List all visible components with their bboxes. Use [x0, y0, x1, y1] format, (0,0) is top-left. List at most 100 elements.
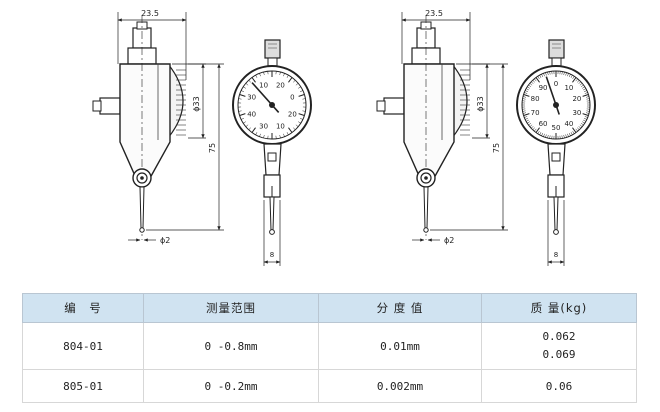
dial-tick [527, 86, 530, 89]
dial-tick [298, 86, 301, 89]
dim-height-label: 75 [492, 143, 501, 153]
dial-number: 0 [290, 94, 294, 102]
front-neck [551, 57, 562, 67]
mass-value: 0.069 [542, 348, 576, 361]
header-range: 测量范围 [143, 293, 319, 323]
dial-tick [583, 117, 587, 120]
dial-tick [539, 75, 542, 78]
dial-tick [523, 113, 530, 116]
dial-tick [583, 90, 587, 93]
dial-tick [524, 92, 528, 94]
dial-bezel [451, 63, 468, 139]
cell-mass: 0.06 [481, 369, 637, 403]
dial-tick [523, 112, 527, 114]
front-stylus-ball [553, 229, 559, 235]
dial-tick [239, 113, 246, 116]
dial-number: 10 [276, 122, 285, 130]
dial-number: 20 [288, 110, 297, 118]
dial-tick [579, 83, 583, 86]
cell-range: 0 -0.8mm [143, 322, 319, 370]
dial-tick [241, 117, 245, 120]
dial-number: 30 [247, 94, 256, 102]
cell-mass: 0.062 0.069 [481, 322, 637, 370]
dial-tick [525, 90, 529, 93]
dial-number: 80 [531, 95, 540, 103]
dial-tick [567, 133, 569, 137]
header-model: 编 号 [22, 293, 144, 323]
dial-tick [523, 94, 530, 97]
dial-tick [578, 81, 581, 84]
dial-tick [575, 128, 578, 132]
dial-tick [298, 121, 301, 124]
stylus-ball [423, 227, 429, 233]
dial-tick [283, 133, 285, 137]
dial-tick [299, 117, 303, 120]
dial-tick [549, 135, 551, 139]
dial-tick [582, 121, 585, 124]
dial-tick [568, 74, 571, 78]
dial-number: 40 [247, 110, 256, 118]
dial-tick [528, 123, 532, 126]
dial-tick [243, 86, 246, 89]
front-clamp [548, 39, 565, 59]
dial-tick [543, 133, 545, 137]
dial-tick [245, 83, 249, 86]
side-screw [376, 100, 386, 112]
dim-bottom-label: 8 [270, 251, 274, 259]
stylus-ball [139, 227, 145, 233]
dial-tick [582, 94, 589, 97]
dial-tick [543, 73, 545, 77]
dial-number: 20 [572, 95, 581, 103]
dial-tick [523, 96, 527, 98]
dial-hub [269, 102, 275, 108]
dial-tick [563, 134, 565, 138]
dial-number: 30 [259, 122, 268, 130]
dial-number: 40 [564, 120, 573, 128]
dial-tick [537, 76, 540, 79]
dial-tick [547, 72, 549, 76]
dial-tick [535, 127, 540, 133]
dial-tick [288, 127, 293, 133]
dial-tick [570, 75, 573, 78]
dial-number: 30 [572, 109, 581, 117]
front-stylus-ball [269, 229, 275, 235]
side-mount [99, 97, 121, 115]
dim-height-label: 75 [208, 143, 217, 153]
dial-number: 90 [539, 84, 548, 92]
dial-tick [572, 131, 575, 134]
dial-tick [568, 132, 571, 136]
dial-number: 20 [276, 82, 285, 90]
dial-tick [565, 72, 567, 76]
dial-tick [572, 76, 575, 79]
front-shank-window [551, 152, 561, 162]
dial-tick [531, 126, 534, 129]
dial-tick [580, 123, 584, 126]
dial-tick [586, 98, 590, 100]
dial-tick [279, 134, 281, 138]
cell-range: 0 -0.2mm [143, 369, 319, 403]
dim-tip-label: ϕ2 [444, 236, 454, 245]
dial-tick [524, 116, 528, 118]
dial-tick [534, 78, 537, 82]
dial-tick [298, 113, 305, 116]
dial-tick [251, 127, 256, 133]
dial-tick [583, 119, 586, 122]
dial-tick [561, 71, 563, 75]
dial-number: 50 [552, 124, 561, 132]
dial-tick [239, 94, 246, 97]
mass-value: 0.062 [542, 330, 576, 343]
dial-tick [572, 127, 577, 133]
stylus [423, 186, 429, 229]
dim-tip-label: ϕ2 [160, 236, 170, 245]
dial-number: 10 [564, 84, 573, 92]
dial-tick [531, 81, 534, 84]
dial-tick [580, 84, 584, 87]
dial-tick [299, 90, 303, 93]
dim-dia-label: ϕ33 [476, 96, 485, 111]
dial-tick [539, 132, 542, 135]
dial-number: 60 [539, 120, 548, 128]
dial-tick [541, 74, 544, 78]
